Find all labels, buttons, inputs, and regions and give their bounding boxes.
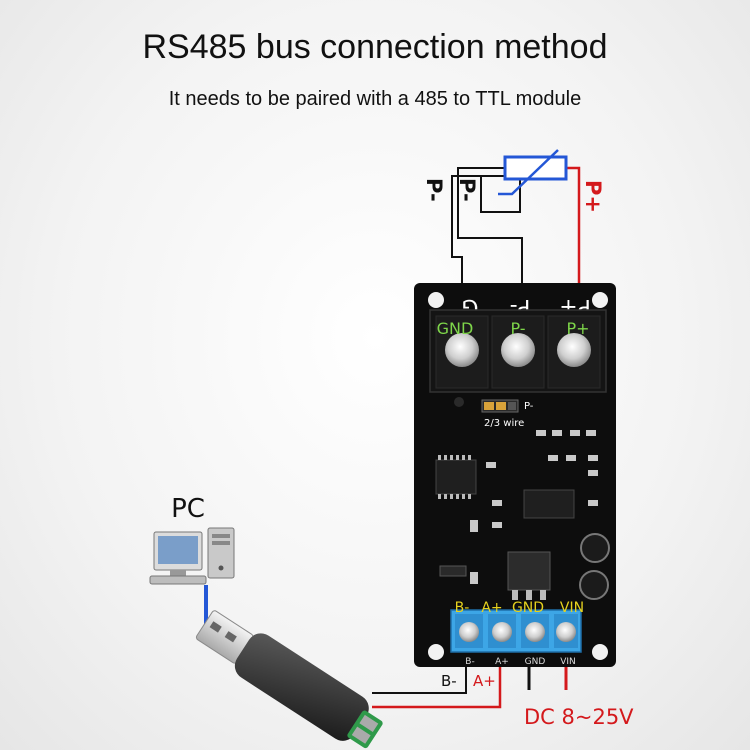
mount-hole [592,292,608,308]
sensor-lead-label-right: P+ [581,180,605,213]
sensor-lead-label-middle: P- [455,178,479,202]
terminal-label-b-minus: B- [455,600,470,616]
terminal-label-gnd-bottom: GND [512,600,544,616]
terminal-label-vin: VIN [560,600,584,616]
terminal-label-p-plus: P+ [566,319,589,338]
page-subtitle: It needs to be paired with a 485 to TTL … [168,88,582,110]
screw-icon [556,622,576,642]
jumper-label: P- [524,401,534,412]
desktop-computer-icon [149,527,235,585]
page-title: RS485 bus connection method [142,28,608,66]
screw-icon [557,333,591,367]
driver-chip [523,489,575,519]
top-terminal-block [429,309,607,393]
screw-icon [525,622,545,642]
capacitor [580,533,610,563]
mount-hole [592,644,608,660]
jumper-mode-label: 2/3 wire [484,418,524,429]
mount-hole [428,292,444,308]
screw-icon [501,333,535,367]
power-label: DC 8~25V [524,705,634,729]
regulator [507,551,551,591]
terminal-label-gnd: GND [437,319,474,338]
a-plus-wire [372,650,502,709]
wire-label-b-minus: B- [441,672,457,690]
screw-icon [445,333,479,367]
sensor-lead-label-left: P- [422,178,446,202]
microcontroller-chip [435,459,477,495]
usb-to-rs485-adapter-icon [195,610,383,749]
mount-hole [428,644,444,660]
pc-label: PC [171,494,205,524]
screw-icon [492,622,512,642]
screw-icon [459,622,479,642]
silk-label-gnd: GND [525,657,546,667]
wire-label-a-plus: A+ [473,672,496,690]
silk-label-vin: VIN [560,657,576,667]
terminal-label-p-minus: P- [510,319,525,338]
transmitter-board: G P- P+ GND P- P+ P- 2/3 wire [414,283,616,667]
capacitor [579,570,609,600]
bottom-terminal-block [450,609,582,653]
wire-mode-jumper [454,397,519,413]
sensor-wire-outer [457,167,523,296]
silk-label-a-plus: A+ [495,657,509,667]
terminal-label-a-plus: A+ [481,600,502,616]
sensor-symbol [498,149,568,196]
gnd-wire [451,175,521,293]
p-plus-wire [566,166,581,293]
silk-label-b-minus: B- [465,657,474,667]
